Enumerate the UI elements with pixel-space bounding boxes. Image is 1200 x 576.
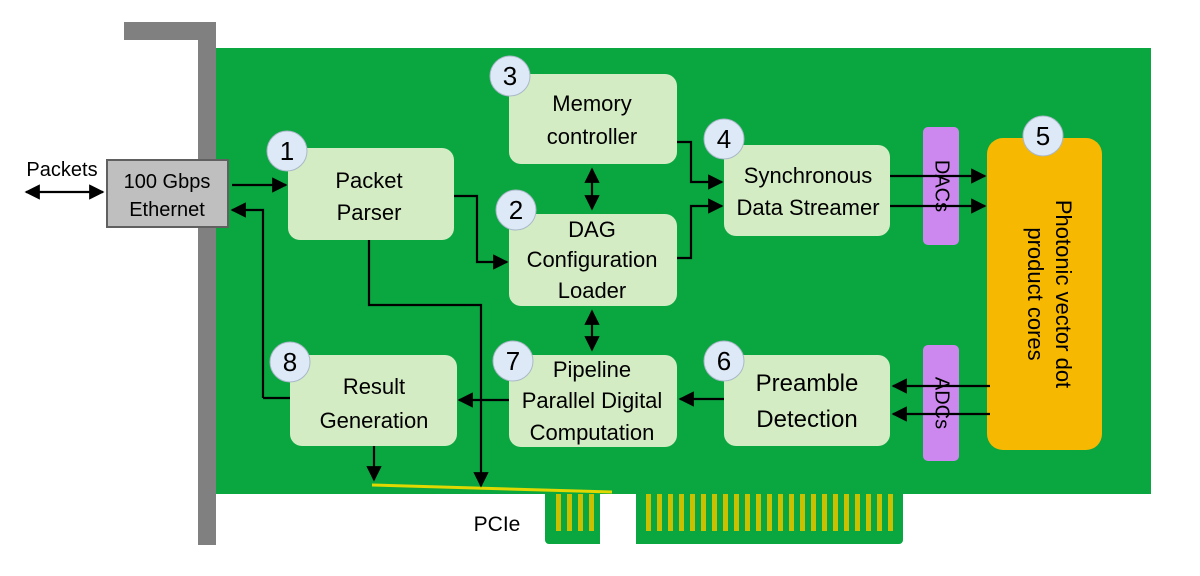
badge-2: 2: [495, 189, 537, 231]
memory-to-streamer-arrow: [677, 140, 724, 190]
mounting-bracket: [124, 22, 216, 545]
pcie-finger: [668, 493, 673, 531]
pipeline-label-line3: Computation: [530, 420, 655, 445]
pcie-finger: [800, 493, 805, 531]
pipeline-label-line1: Pipeline: [553, 357, 631, 382]
parser-label-line2: Parser: [337, 200, 402, 225]
pcie-finger: [723, 493, 728, 531]
packets-label: Packets: [26, 159, 97, 181]
pcie-finger: [734, 493, 739, 531]
ethernet-port: 100 Gbps Ethernet: [106, 159, 229, 228]
pcie-finger: [833, 493, 838, 531]
pcie-finger: [844, 493, 849, 531]
pcie-finger: [745, 493, 750, 531]
badge-6: 6: [703, 340, 745, 382]
pcie-finger: [877, 493, 882, 531]
pcie-finger: [657, 493, 662, 531]
pcie-finger: [789, 493, 794, 531]
badge-4: 4: [703, 118, 745, 160]
badge-8: 8: [269, 341, 311, 383]
preamble-label-line2: Detection: [756, 406, 857, 433]
pipeline-label-line2: Parallel Digital: [522, 388, 663, 413]
pcie-finger: [811, 493, 816, 531]
pcie-finger: [679, 493, 684, 531]
photonic-cores-block: [987, 138, 1102, 450]
pcie-finger: [712, 493, 717, 531]
dag-label-line3: Loader: [558, 278, 627, 303]
pcie-finger: [690, 493, 695, 531]
dacs-label: DACs: [931, 160, 953, 212]
adcs-block: [923, 345, 959, 461]
streamer-label-line2: Data Streamer: [736, 195, 879, 220]
pipeline-computation-block: [509, 355, 677, 447]
result-generation-block: [290, 355, 457, 446]
pcie-finger: [646, 493, 651, 531]
pcie-finger: [866, 493, 871, 531]
svg-text:3: 3: [503, 61, 517, 91]
parser-to-pcie-arrow: [367, 240, 489, 488]
dag-label-line1: DAG: [568, 217, 616, 242]
pcie-finger: [855, 493, 860, 531]
dag-label-line2: Configuration: [527, 247, 658, 272]
svg-text:5: 5: [1036, 121, 1050, 151]
pcie-connector: [545, 480, 903, 548]
result-label-line2: Generation: [320, 408, 429, 433]
pcie-finger: [589, 493, 594, 531]
preamble-detection-block: [724, 355, 890, 446]
dag-loader-block: [509, 214, 677, 306]
badge-7: 7: [492, 340, 534, 382]
pcie-finger: [578, 493, 583, 531]
pcie-finger: [701, 493, 706, 531]
memory-label-line2: controller: [547, 124, 637, 149]
pcie-finger: [767, 493, 772, 531]
pcie-finger: [567, 493, 572, 531]
data-streamer-block: [724, 145, 890, 236]
ethernet-label-line1: 100 Gbps: [124, 171, 211, 193]
svg-text:6: 6: [717, 346, 731, 376]
badge-3: 3: [489, 55, 531, 97]
pcie-finger: [888, 493, 893, 531]
result-to-ethernet-arrow: [230, 202, 265, 398]
pcie-finger: [556, 493, 561, 531]
pcie-finger: [756, 493, 761, 531]
pcie-finger: [822, 493, 827, 531]
badge-5: 5: [1022, 115, 1064, 157]
dacs-block: [923, 127, 959, 245]
photonic-label-line1: Photonic vector dot: [1051, 200, 1076, 388]
svg-text:2: 2: [509, 195, 523, 225]
adcs-label: ADCs: [931, 377, 953, 429]
ethernet-label-line2: Ethernet: [129, 199, 205, 221]
svg-text:4: 4: [717, 124, 731, 154]
packet-parser-block: [288, 148, 454, 240]
svg-text:1: 1: [280, 136, 294, 166]
pcie-trace: [371, 483, 613, 494]
streamer-label-line1: Synchronous: [744, 163, 872, 188]
pcie-gold-fingers: [556, 493, 893, 531]
memory-controller-block: [509, 74, 677, 164]
pcie-label: PCIe: [474, 513, 521, 536]
svg-text:8: 8: [283, 347, 297, 377]
svg-text:7: 7: [506, 346, 520, 376]
dag-to-streamer-arrow: [677, 198, 724, 260]
pcie-finger: [778, 493, 783, 531]
result-label-line1: Result: [343, 374, 405, 399]
preamble-label-line1: Preamble: [756, 370, 859, 397]
photonic-label-line2: product cores: [1023, 227, 1048, 360]
memory-label-line1: Memory: [552, 91, 631, 116]
badge-1: 1: [266, 130, 308, 172]
parser-label-line1: Packet: [335, 168, 402, 193]
parser-to-dag-arrow: [454, 194, 509, 270]
